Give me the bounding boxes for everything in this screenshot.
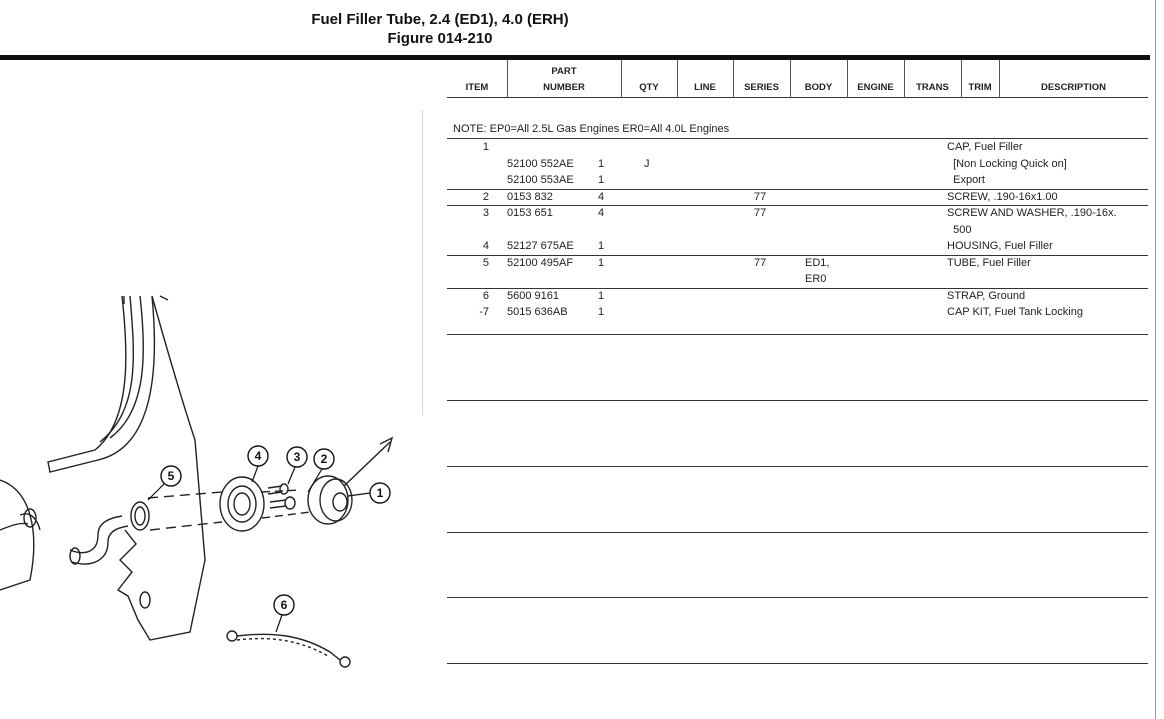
table-row: 1 CAP, Fuel Filler — [447, 139, 1148, 155]
col-description: DESCRIPTION — [1041, 82, 1106, 93]
item-number: -7 — [479, 306, 489, 318]
group-divider — [447, 188, 1148, 190]
quantity: 1 — [598, 306, 605, 318]
col-engine: ENGINE — [857, 82, 894, 93]
callout-1: 1 — [377, 486, 384, 500]
quantity: 4 — [598, 207, 605, 219]
col-trans: TRANS — [916, 82, 949, 93]
col-series: SERIES — [744, 82, 779, 93]
blank-row-divider — [447, 400, 1148, 401]
quantity: 4 — [598, 190, 605, 203]
description: CAP, Fuel Filler — [947, 141, 1023, 153]
description: STRAP, Ground — [947, 289, 1026, 302]
item-number: 6 — [482, 289, 489, 302]
body-code: 77 — [754, 190, 767, 203]
col-part-number: PART NUMBER — [507, 60, 621, 98]
group-divider — [447, 205, 1148, 206]
description: CAP KIT, Fuel Tank Locking — [947, 306, 1083, 318]
col-line: LINE — [694, 82, 716, 93]
blank-row-divider — [447, 466, 1148, 467]
table-row: 6 5600 9161 1 STRAP, Ground — [447, 288, 1148, 304]
blank-row-divider — [447, 334, 1148, 335]
table-row: 3 0153 651 4 77 SCREW AND WASHER, .190-16x. — [447, 205, 1148, 221]
col-part-bottom: NUMBER — [543, 82, 585, 93]
note-divider — [447, 138, 1148, 139]
col-trim: TRIM — [968, 82, 992, 93]
engine-code: ED1, — [805, 256, 830, 269]
part-number: 52100 495AF — [507, 256, 574, 269]
engine-note: NOTE: EP0=All 2.5L Gas Engines ER0=All 4… — [453, 123, 730, 135]
blank-row-divider — [447, 532, 1148, 533]
col-separator — [733, 60, 734, 98]
part-number: 5600 9161 — [507, 289, 559, 302]
item-number: 5 — [482, 256, 489, 269]
col-part-top: PART — [551, 66, 577, 77]
description: TUBE, Fuel Filler — [947, 256, 1031, 269]
table-header: ITEM PART NUMBER QTY LINE SERIES BODY EN… — [447, 60, 1148, 98]
col-separator — [621, 60, 622, 98]
callout-2: 2 — [321, 452, 328, 466]
part-number: 0153 832 — [507, 190, 553, 203]
engine-code: ER0 — [805, 273, 827, 285]
quantity: 1 — [598, 289, 605, 302]
col-item: ITEM — [465, 82, 489, 93]
quantity: 1 — [598, 240, 605, 252]
document-title: Fuel Filler Tube, 2.4 (ED1), 4.0 (ERH) — [311, 11, 569, 28]
right-border — [1155, 0, 1156, 719]
description: [Non Locking Quick on] — [947, 157, 1067, 170]
description: SCREW AND WASHER, .190-16x. — [947, 207, 1117, 219]
col-separator — [677, 60, 678, 98]
col-separator — [790, 60, 791, 98]
item-number: 2 — [482, 190, 489, 203]
callout-6: 6 — [281, 598, 288, 612]
item-number: 3 — [482, 207, 489, 219]
col-separator — [999, 60, 1000, 98]
blank-row-divider — [447, 663, 1148, 664]
col-separator — [847, 60, 848, 98]
body-code: 77 — [754, 207, 767, 219]
table-row: -7 5015 636AB 1 CAP KIT, Fuel Tank Locking — [447, 304, 1148, 320]
callout-group — [160, 445, 391, 616]
table-row: 4 52127 675AE 1 HOUSING, Fuel Filler — [447, 238, 1148, 254]
quantity: 1 — [598, 157, 605, 170]
line-code: J — [644, 157, 650, 170]
part-number: 52100 553AE — [507, 174, 574, 186]
description: SCREW, .190-16x1.00 — [947, 190, 1058, 203]
description: HOUSING, Fuel Filler — [947, 240, 1053, 252]
table-row: 52100 553AE 1 Export — [447, 172, 1148, 188]
part-number: 5015 636AB — [507, 306, 568, 318]
item-number: 1 — [482, 141, 489, 153]
table-row: 500 — [447, 222, 1148, 238]
figure-number: Figure 014-210 — [387, 30, 493, 47]
callout-3: 3 — [294, 450, 301, 464]
callout-5: 5 — [168, 469, 175, 483]
top-divider — [0, 55, 1150, 60]
quantity: 1 — [598, 256, 605, 269]
part-number: 52127 675AE — [507, 240, 574, 252]
part-number: 0153 651 — [507, 207, 553, 219]
quantity: 1 — [598, 174, 605, 186]
part-number: 52100 552AE — [507, 157, 574, 170]
description: 500 — [947, 223, 972, 236]
col-separator — [904, 60, 905, 98]
blank-row-divider — [447, 597, 1148, 598]
col-body: BODY — [804, 82, 833, 93]
col-separator — [961, 60, 962, 98]
callout-4: 4 — [255, 449, 262, 463]
parts-table: ITEM PART NUMBER QTY LINE SERIES BODY EN… — [447, 60, 1148, 318]
col-separator — [507, 60, 508, 98]
item-number: 4 — [482, 240, 489, 252]
group-divider — [447, 287, 1148, 289]
table-row: 5 52100 495AF 1 77 ED1, TUBE, Fuel Filler — [447, 255, 1148, 271]
table-row: 52100 552AE 1 J [Non Locking Quick on] — [447, 156, 1148, 172]
col-qty: QTY — [639, 82, 659, 93]
diagram-divider — [422, 110, 423, 415]
description: Export — [947, 174, 985, 186]
exploded-diagram: 1 2 3 4 5 6 — [0, 295, 394, 668]
page-title: Fuel Filler Tube, 2.4 (ED1), 4.0 (ERH) F… — [290, 10, 590, 48]
group-divider — [447, 254, 1148, 256]
table-row: 2 0153 832 4 77 SCREW, .190-16x1.00 — [447, 189, 1148, 205]
table-row: ER0 — [447, 271, 1148, 287]
body-code: 77 — [754, 256, 767, 269]
